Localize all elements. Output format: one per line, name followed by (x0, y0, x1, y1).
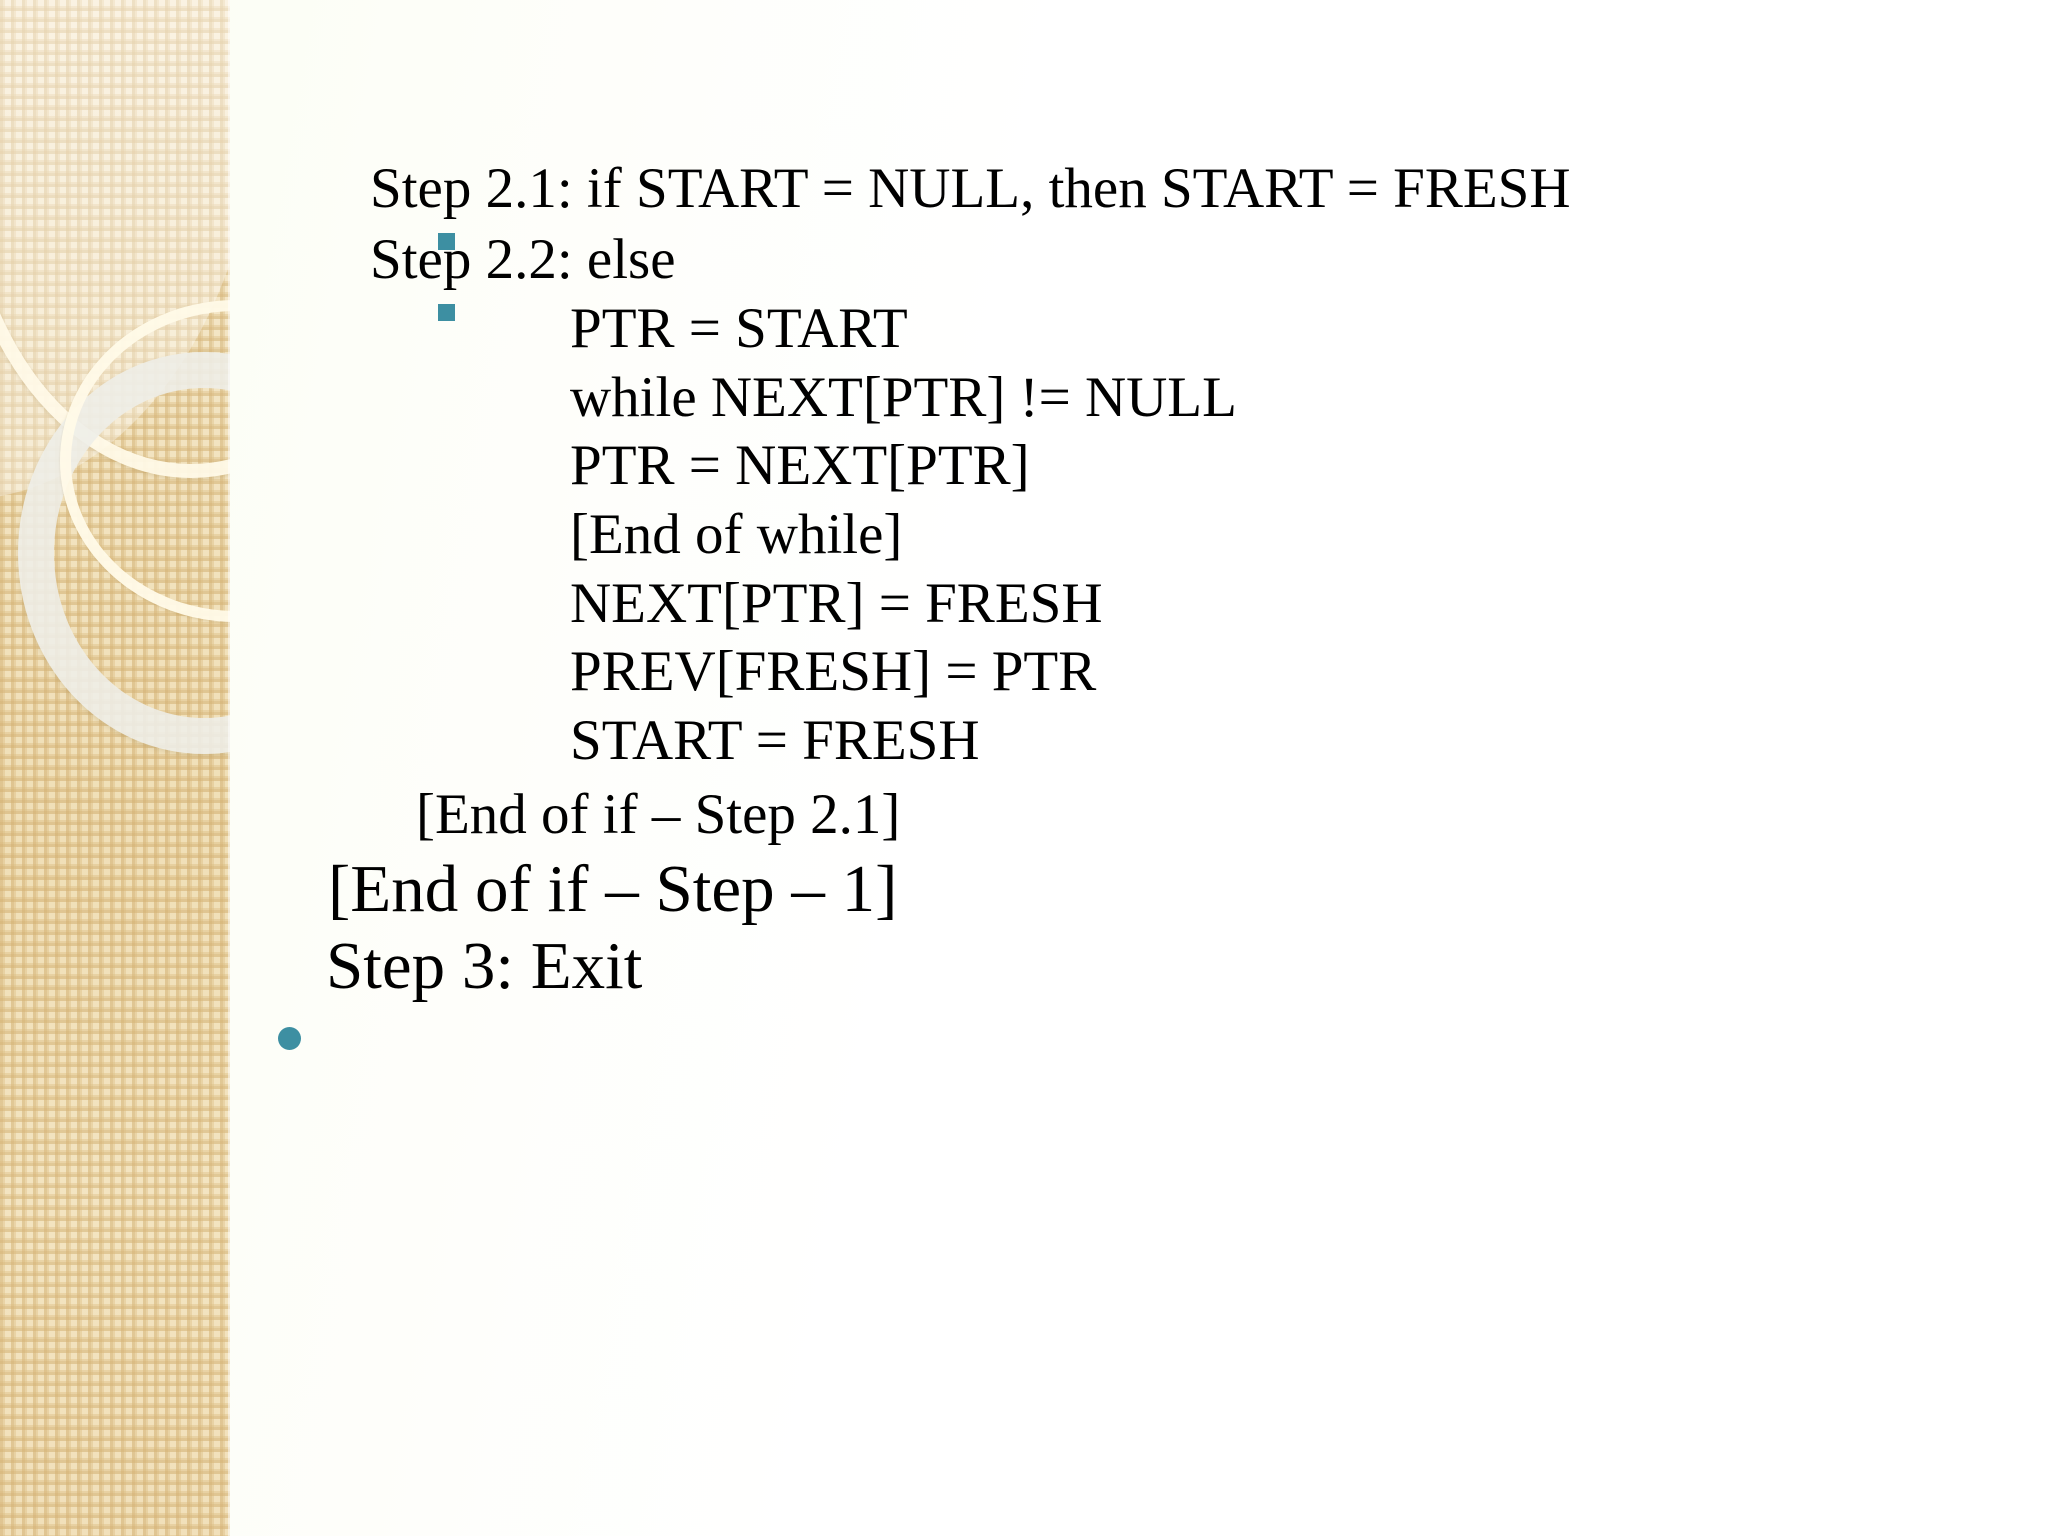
band-right-edge (228, 0, 230, 1536)
line-end-of-if-step-2-1: [End of if – Step 2.1] (416, 783, 901, 846)
code-line-ptr-start: PTR = START (570, 297, 908, 360)
code-line-prev-fresh-ptr: PREV[FRESH] = PTR (570, 640, 1097, 703)
code-line-ptr-next-ptr: PTR = NEXT[PTR] (570, 434, 1030, 497)
bullet-marker-square (438, 233, 455, 250)
bullet-line-step-2-1: Step 2.1: if START = NULL, then START = … (370, 157, 1571, 220)
bullet-line-step-3-exit: Step 3: Exit (326, 929, 643, 1003)
bullet-marker-square (438, 304, 455, 321)
line-end-of-if-step-1: [End of if – Step – 1] (328, 852, 898, 926)
code-line-while-next-ptr: while NEXT[PTR] != NULL (570, 366, 1237, 429)
code-line-end-of-while: [End of while] (570, 503, 903, 566)
bullet-marker-circle (278, 1027, 301, 1050)
slide-body: Step 2.1: if START = NULL, then START = … (230, 0, 2048, 1536)
bullet-line-step-2-2: Step 2.2: else (370, 228, 676, 291)
code-line-start-fresh: START = FRESH (570, 709, 980, 772)
code-line-next-ptr-fresh: NEXT[PTR] = FRESH (570, 572, 1103, 635)
left-decorative-band (0, 0, 230, 1536)
